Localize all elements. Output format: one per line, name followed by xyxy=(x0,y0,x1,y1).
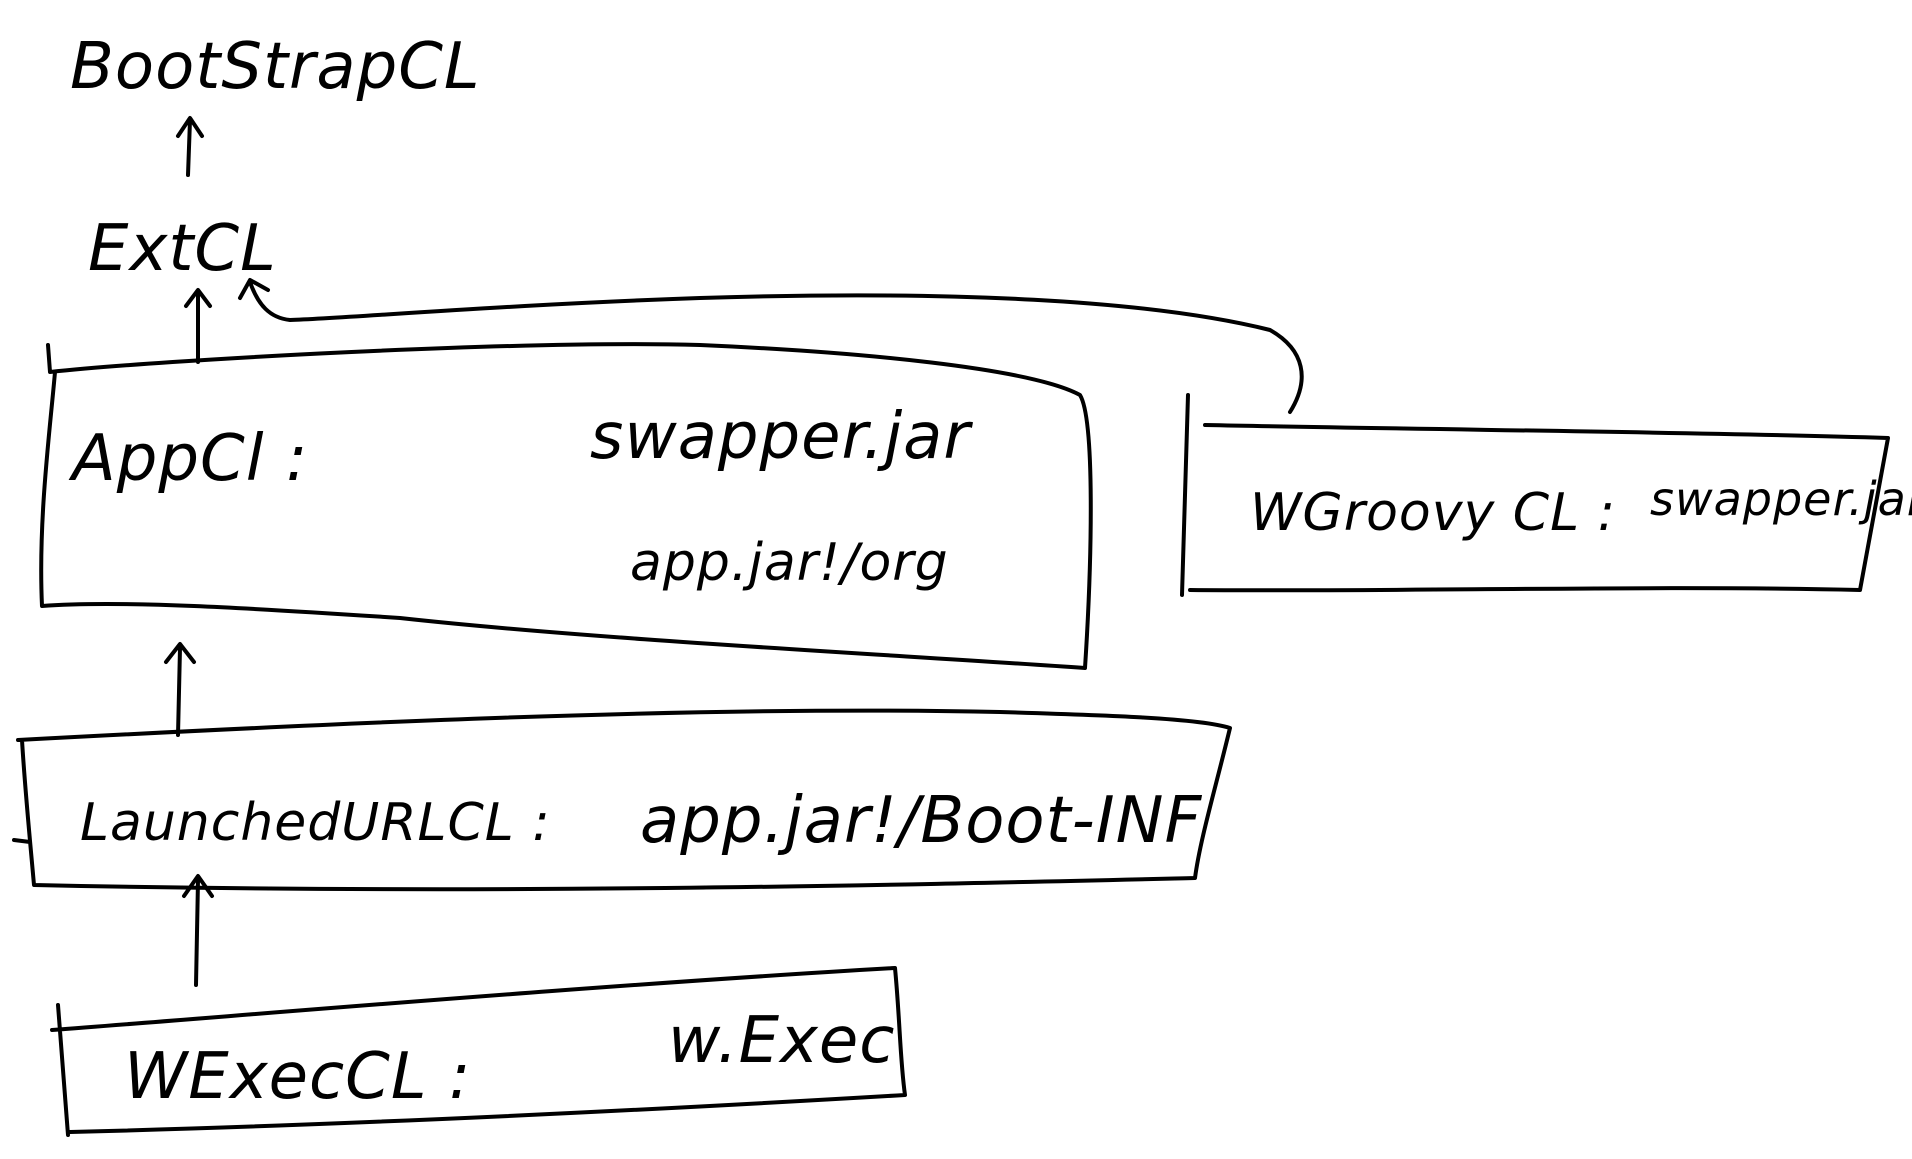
arrow-wexec-to-launched xyxy=(182,874,214,987)
app-cl-entry-swapper-jar: swapper.jar xyxy=(590,400,973,474)
launched-url-cl-entry-boot-inf: app.jar!/Boot-INF xyxy=(640,784,1203,858)
wexec-cl-entry-w-exec: w.Exec xyxy=(668,1004,895,1078)
app-cl-entry-app-jar-org: app.jar!/org xyxy=(630,533,949,593)
wgroovy-cl-label: WGroovy CL : xyxy=(1250,483,1616,543)
arrow-wgroovy-to-ext xyxy=(238,278,1304,414)
bootstrap-cl-label: BootStrapCL xyxy=(70,30,481,104)
arrow-ext-to-bootstrap xyxy=(176,116,204,177)
wgroovy-cl-entry-swapper-jar: swapper.jar xyxy=(1650,472,1912,526)
app-cl-label: AppCl : xyxy=(68,422,308,496)
launched-url-cl-label: LaunchedURLCL : xyxy=(80,793,551,853)
arrow-launched-to-app xyxy=(164,642,196,737)
wexec-cl-label: WExecCL : xyxy=(124,1040,471,1114)
app-cl-box xyxy=(39,342,1093,670)
wgroovy-cl-box xyxy=(1180,393,1890,597)
wexec-cl-box xyxy=(50,966,907,1137)
ext-cl-label: ExtCL xyxy=(88,212,277,286)
arrow-app-to-ext xyxy=(184,288,212,364)
launched-url-cl-box xyxy=(12,708,1232,892)
